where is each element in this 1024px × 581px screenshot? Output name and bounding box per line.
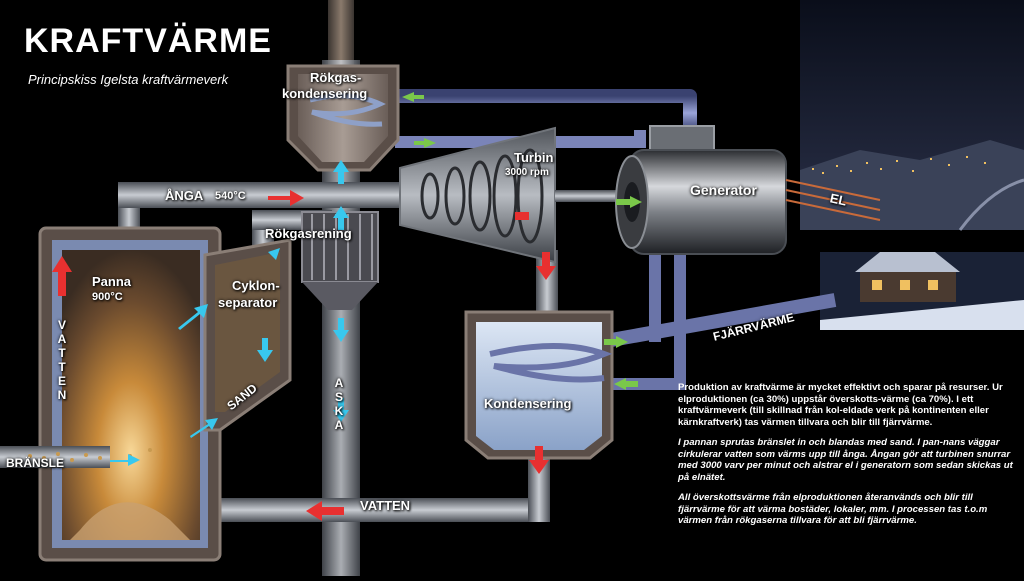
fuel-feed-pipe xyxy=(0,446,110,468)
description: Produktion av kraftvärme är mycket effek… xyxy=(678,382,1014,536)
description-paragraph-3: All överskottsvärme från elproduktionen … xyxy=(678,492,988,526)
label-cyklon-2: separator xyxy=(218,295,278,310)
flow-arrows xyxy=(52,92,642,521)
generator xyxy=(615,125,881,255)
label-rokgaskondensering-1: Rökgas- xyxy=(310,70,362,85)
label-aska: ASKA xyxy=(332,376,346,432)
page-subtitle: Principskiss Igelsta kraftvärmeverk xyxy=(28,72,229,87)
description-paragraph-1: Produktion av kraftvärme är mycket effek… xyxy=(678,382,1003,428)
page-title: KRAFTVÄRME xyxy=(24,22,272,60)
label-bransle: BRÄNSLE xyxy=(6,456,65,470)
flue-gas-condenser xyxy=(286,64,400,172)
label-el: EL xyxy=(828,190,849,209)
label-kondensering: Kondensering xyxy=(484,396,572,411)
cyclone-separator xyxy=(203,238,292,432)
label-panna-temp: 900°C xyxy=(92,291,123,303)
chimney xyxy=(328,0,354,70)
label-turbin: Turbin xyxy=(514,150,554,165)
label-vatten-bottom: VATTEN xyxy=(360,498,411,513)
boiler xyxy=(38,226,222,562)
label-rokgaskondensering-2: kondensering xyxy=(282,86,368,101)
turbine xyxy=(399,126,625,264)
description-paragraph-2: I pannan sprutas bränslet in och blandas… xyxy=(678,437,1013,483)
label-anga-temp: 540°C xyxy=(215,190,246,202)
label-panna: Panna xyxy=(92,274,132,289)
label-generator: Generator xyxy=(690,182,757,198)
label-vatten-vertical: VATTEN xyxy=(55,318,69,402)
house-night-photo xyxy=(820,252,1024,330)
label-anga: ÅNGA xyxy=(165,188,204,203)
condenser xyxy=(464,310,614,460)
label-turbin-rpm: 3000 rpm xyxy=(505,167,549,178)
label-cyklon-1: Cyklon- xyxy=(232,278,280,293)
label-rokgasrening: Rökgasrening xyxy=(265,226,352,241)
